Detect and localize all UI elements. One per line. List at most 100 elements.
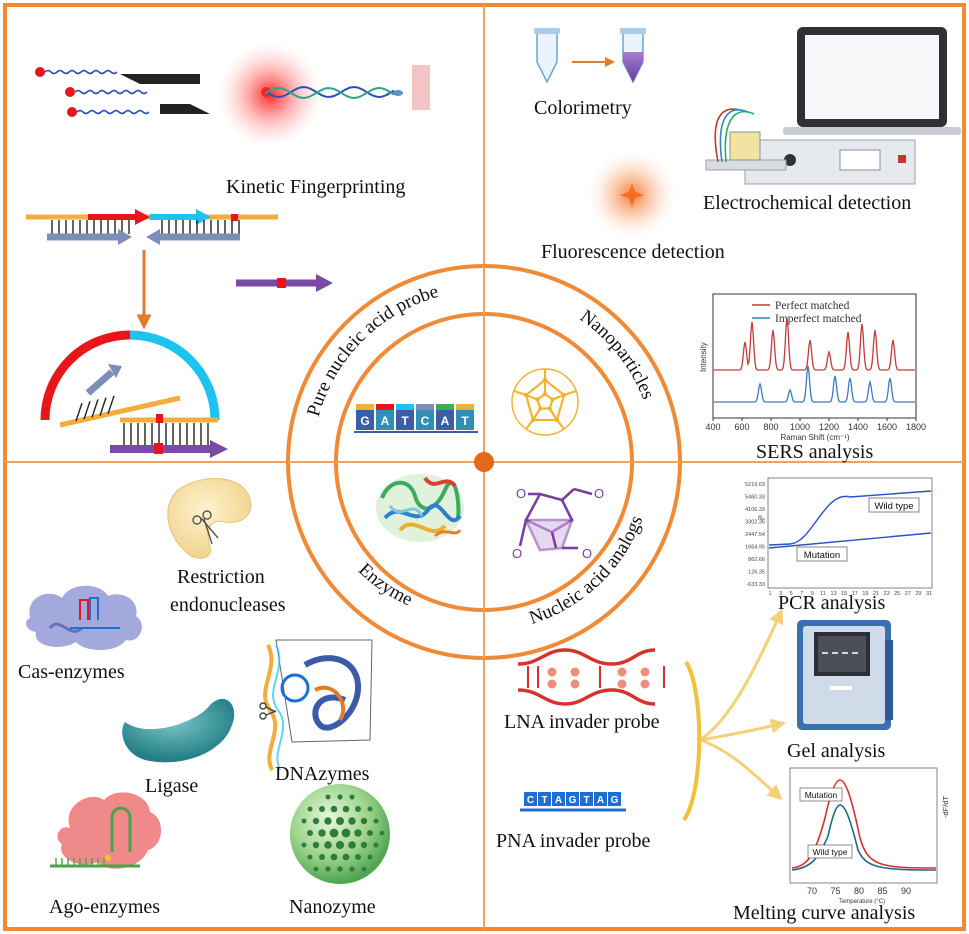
analysis-flow-arrows [682,608,786,822]
pna-letter: A [597,795,604,806]
gel-imager-icon [797,620,893,730]
base-pair-tick [83,400,91,420]
pcr-xtick-label: 11 [820,591,826,597]
pna-letter: T [583,795,589,806]
nanozyme-dot [307,806,313,812]
nanozyme-dot [373,842,379,848]
nanozyme-dot [349,794,355,800]
analog-atom-o4: O [582,546,592,561]
gatcat-letter-cap [396,404,414,410]
pcr-ytick-label: 3302.36 [745,520,765,526]
pna-letter-box [566,792,579,806]
nanozyme-dot [349,866,355,872]
label-dnazymes: DNAzymes [275,763,370,785]
gatcat-letter: T [401,414,409,428]
pcr-ytick-label: 862.66 [748,557,765,563]
gatcat-letter: A [441,414,450,428]
pcr-ytick-label: 5219.63 [745,482,765,488]
pcr-mutation-label: Mutation [804,550,840,561]
gatcat-letter: G [360,414,369,428]
sers-xtick-label: 1800 [906,422,926,432]
pcr-xtick-label: 31 [926,591,932,597]
pcr-xtick-label: 25 [894,591,900,597]
ago-enzyme-icon [50,792,162,869]
pcr-ytick-label: 5460.33 [745,495,765,501]
analog-atom-o1: O [516,486,526,501]
sers-ylabel: Intensity [699,342,708,372]
gatcat-letter-box [356,410,374,430]
pcr-ytick-label: -633.33 [746,582,765,588]
label-ago-enzymes: Ago-enzymes [49,896,160,918]
label-endonucleases: endonucleases [170,594,286,616]
pcr-xtick-label: 27 [905,591,911,597]
primer-extension-illustration [26,209,333,330]
nanozyme-dot [379,830,385,836]
pcr-xtick-label: 1 [768,591,771,597]
melt-wild-type-label: Wild type [813,847,848,857]
sers-xtick-label: 800 [763,422,778,432]
nanozyme-dot [319,806,325,812]
probe-strand [76,109,150,115]
pna-letter-box [552,792,565,806]
fullerene-icon [511,368,579,436]
base-pair-tick [75,402,83,422]
label-kinetic-fingerprinting: Kinetic Fingerprinting [226,176,405,198]
nanozyme-dot [335,840,345,850]
gatcat-letter-box [456,410,474,430]
nanozyme-dot [360,841,368,849]
melt-xtick-label: 90 [901,886,911,896]
pcr-ytick-label: 126.35 [748,570,765,576]
nanozyme-dot [312,841,320,849]
label-melting-curve-analysis: Melting curve analysis [733,902,915,924]
melt-xtick-label: 75 [830,886,840,896]
melt-ylabel: -dF/dT [941,795,950,818]
melt-mutation-label: Mutation [805,790,838,800]
label-nanozyme: Nanozyme [289,896,376,918]
pcr-xtick-label: 3 [779,591,782,597]
melt-xlabel: Temperature (°C) [839,899,885,905]
pna-letter-box [524,792,537,806]
restriction-endonuclease-scissors-icon [167,478,252,559]
pna-letter-box [608,792,621,806]
nucleic-acid-analog-structure-icon [518,487,593,552]
nanozyme-dot [307,830,313,836]
nanozyme-dot [324,817,332,825]
label-sers-analysis: SERS analysis [756,441,873,463]
nanozyme-dot [301,818,307,824]
pcr-ytick-label: 4106.33 [745,507,765,513]
nanozyme-dot [330,805,338,813]
nanozyme-dot [319,854,325,860]
sers-xtick-label: 1000 [790,422,810,432]
nanozyme-dot [329,828,339,838]
gatcat-letter-box [396,410,414,430]
melt-xtick-label: 85 [877,886,887,896]
nanozyme-dot [360,817,368,825]
nanozyme-dot [330,853,338,861]
pna-letter-box [594,792,607,806]
nanozyme-dot [301,842,307,848]
sers-spectrum-chart: Perfect matched Imperfect matched Intens… [699,293,926,442]
label-gel-analysis: Gel analysis [787,740,886,762]
nanozyme-dot [354,829,362,837]
pcr-xtick-label: 21 [873,591,879,597]
probe-fluorophore [67,107,77,117]
analog-atom-o2: O [594,486,604,501]
nanozyme-dot [337,866,343,872]
pcr-xtick-label: 7 [800,591,803,597]
sers-xtick-label: 400 [705,422,720,432]
melt-xtick-label: 80 [854,886,864,896]
pcr-xtick-label: 15 [841,591,847,597]
gatcat-letter-cap [456,404,474,410]
nanozyme-dot [367,854,373,860]
nanozyme-dot [367,806,373,812]
nanozyme-dot [342,805,350,813]
sers-legend-imperfect: Imperfect matched [775,313,862,325]
label-ligase: Ligase [145,775,198,797]
nanozyme-dot [355,806,361,812]
nanozyme-dot [373,818,379,824]
pna-letter-box [580,792,593,806]
semicircle-probe-illustration [40,330,228,458]
pcr-ytick-label: 2447.54 [745,532,765,538]
